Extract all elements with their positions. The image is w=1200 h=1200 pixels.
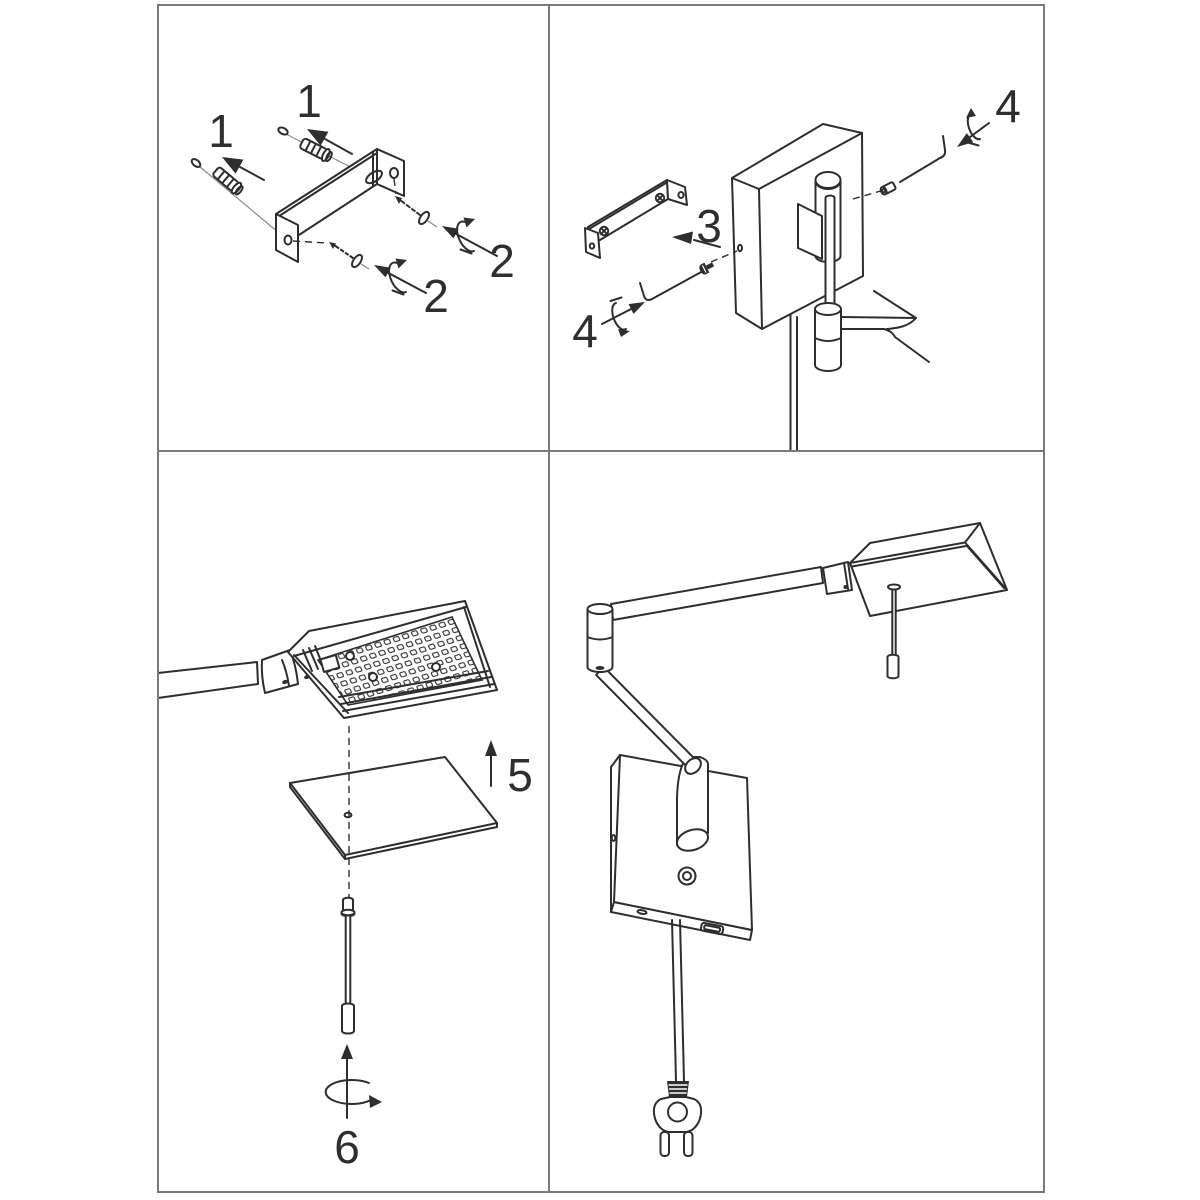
led-board bbox=[316, 616, 484, 706]
euro-plug bbox=[652, 1081, 703, 1157]
led-head bbox=[282, 600, 498, 719]
board-screw bbox=[431, 662, 441, 672]
arm-break-lines bbox=[840, 290, 930, 363]
head-hinge-sleeve bbox=[822, 561, 853, 595]
diffuser-plate bbox=[289, 756, 498, 860]
wall-hole-mark bbox=[277, 126, 289, 136]
grub-screw bbox=[879, 181, 897, 196]
board-screw bbox=[345, 651, 355, 661]
step-label: 5 bbox=[507, 749, 533, 801]
push-arrow-icon bbox=[307, 129, 353, 155]
step-label: 2 bbox=[489, 235, 515, 287]
leader-line bbox=[198, 165, 286, 239]
flange-hole bbox=[283, 234, 293, 246]
screw-lower bbox=[329, 242, 370, 270]
lower-swing-arm bbox=[595, 666, 698, 770]
rotate-arrow-icon bbox=[374, 258, 427, 296]
rotate-arrow-icon bbox=[957, 108, 990, 147]
wall-plug-upper bbox=[299, 137, 333, 163]
pivot-holder bbox=[797, 203, 823, 260]
panel-step-1-2: 1 1 2 2 bbox=[190, 75, 515, 322]
push-arrow-icon bbox=[222, 157, 265, 181]
up-arrow-icon bbox=[485, 740, 497, 787]
panel-step-5-6: 5 6 bbox=[157, 600, 533, 1173]
elbow-joint bbox=[586, 603, 614, 673]
mounting-bracket bbox=[275, 148, 405, 263]
panel-grid-frame bbox=[157, 4, 1045, 1193]
step-label: 4 bbox=[572, 305, 598, 357]
plate-hole bbox=[737, 243, 743, 253]
step-label: 1 bbox=[296, 75, 322, 127]
grub-screw-head bbox=[598, 225, 610, 237]
rotate-arrow-icon bbox=[442, 217, 498, 257]
box-side-hole bbox=[610, 834, 617, 842]
panel-step-3-4: 3 4 4 bbox=[572, 80, 1021, 451]
lamp-arm bbox=[157, 661, 259, 699]
step-label: 4 bbox=[995, 80, 1021, 132]
wall-plug-lower bbox=[212, 166, 244, 196]
step-label: 6 bbox=[334, 1121, 360, 1173]
plate-hole bbox=[343, 811, 353, 819]
screw-axis bbox=[292, 240, 328, 244]
screw-axis bbox=[393, 178, 397, 195]
elbow-joint bbox=[814, 302, 842, 372]
mounting-bracket-small bbox=[584, 179, 688, 259]
board-screw bbox=[368, 672, 378, 682]
panel-assembled-lamp bbox=[586, 522, 1008, 1157]
flange-hole bbox=[389, 167, 399, 179]
power-cord bbox=[671, 919, 685, 1082]
rotate-arrow-icon bbox=[601, 296, 645, 337]
switch-button bbox=[677, 866, 697, 886]
dimmer-rod bbox=[886, 583, 901, 680]
power-cord bbox=[789, 313, 798, 451]
dimmer-rod bbox=[340, 896, 356, 1035]
screw-axis bbox=[852, 189, 885, 200]
bracket-slot bbox=[365, 169, 383, 185]
screw-in-rotate-icon bbox=[324, 1044, 382, 1119]
arm-pin bbox=[824, 194, 836, 307]
hang-arrow-icon bbox=[672, 231, 721, 248]
grub-screw-head bbox=[654, 192, 666, 204]
plug-pin bbox=[659, 1131, 670, 1157]
step-label: 2 bbox=[423, 270, 449, 322]
step-label: 1 bbox=[208, 105, 234, 157]
screw-upper bbox=[395, 196, 438, 228]
wall-hole-mark bbox=[190, 158, 202, 168]
hex-key-upper-right bbox=[899, 135, 947, 183]
bracket-flange bbox=[275, 213, 299, 263]
step-label: 3 bbox=[696, 200, 722, 252]
arm-holder-cylinder bbox=[675, 756, 710, 852]
screw-axis bbox=[710, 250, 738, 263]
usb-port bbox=[699, 921, 725, 936]
upper-swing-arm bbox=[610, 566, 824, 621]
arm-end-cap bbox=[684, 757, 702, 775]
lamp-head bbox=[849, 522, 1008, 617]
joint-hole bbox=[595, 666, 605, 670]
board-connector bbox=[319, 654, 341, 673]
hex-key-lower-left bbox=[639, 270, 704, 301]
bottom-slot bbox=[636, 909, 648, 915]
plug-pin bbox=[683, 1131, 694, 1157]
